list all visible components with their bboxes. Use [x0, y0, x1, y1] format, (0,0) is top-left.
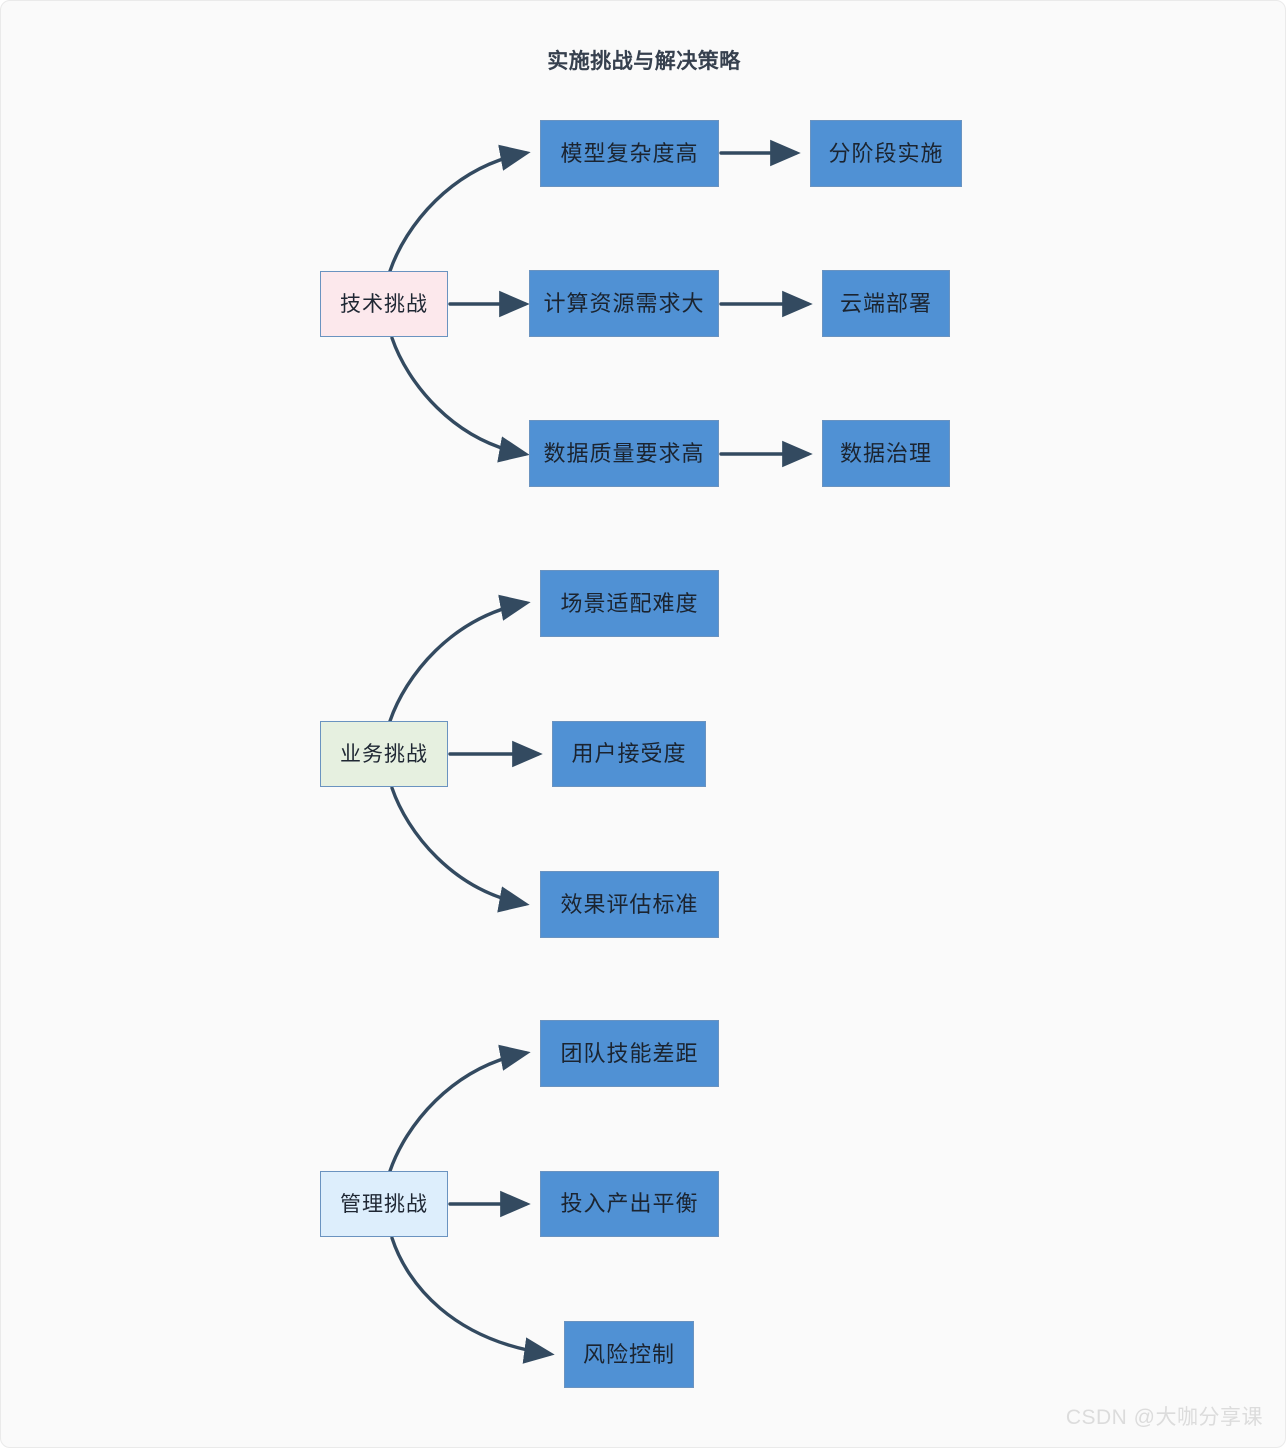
node-label: 业务挑战: [340, 742, 428, 766]
node-eval-standard[interactable]: 效果评估标准: [540, 871, 719, 938]
node-label: 效果评估标准: [560, 891, 699, 917]
node-label: 数据质量要求高: [543, 440, 705, 466]
node-label: 用户接受度: [571, 741, 687, 766]
node-phased-rollout[interactable]: 分阶段实施: [810, 120, 962, 187]
node-user-acceptance[interactable]: 用户接受度: [552, 721, 706, 787]
node-risk-control[interactable]: 风险控制: [564, 1321, 694, 1388]
node-scenario-fit[interactable]: 场景适配难度: [540, 570, 719, 637]
node-label: 场景适配难度: [560, 590, 699, 616]
node-label: 风险控制: [582, 1341, 675, 1367]
node-model-complexity[interactable]: 模型复杂度高: [540, 120, 719, 187]
edge-tech-root-to-model-complexity: [388, 144, 531, 273]
page-title: 实施挑战与解决策略: [547, 50, 741, 73]
node-management-root[interactable]: 管理挑战: [320, 1171, 448, 1237]
node-data-quality[interactable]: 数据质量要求高: [529, 420, 719, 487]
node-data-governance[interactable]: 数据治理: [822, 420, 950, 487]
node-label: 模型复杂度高: [560, 140, 699, 166]
node-roi-balance[interactable]: 投入产出平衡: [540, 1171, 719, 1237]
node-cloud-deploy[interactable]: 云端部署: [822, 270, 950, 337]
edge-mgmt-root-to-skill-gap: [388, 1044, 531, 1173]
node-label: 技术挑战: [340, 292, 428, 316]
node-label: 投入产出平衡: [560, 1191, 699, 1216]
edge-biz-root-to-scenario-fit: [388, 594, 531, 723]
node-label: 计算资源需求大: [543, 290, 705, 316]
edge-mgmt-root-to-risk-control: [390, 1236, 555, 1364]
node-label: 管理挑战: [340, 1192, 428, 1216]
node-skill-gap[interactable]: 团队技能差距: [540, 1020, 719, 1087]
node-label: 数据治理: [839, 440, 932, 466]
node-label: 分阶段实施: [828, 140, 944, 166]
node-tech-root[interactable]: 技术挑战: [320, 271, 448, 337]
edge-biz-root-to-eval-standard: [390, 786, 530, 913]
node-label: 云端部署: [839, 290, 932, 316]
node-business-root[interactable]: 业务挑战: [320, 721, 448, 787]
watermark: CSDN @大咖分享课: [1065, 1406, 1263, 1429]
node-compute-demand[interactable]: 计算资源需求大: [529, 270, 719, 337]
node-label: 团队技能差距: [560, 1040, 699, 1066]
edge-tech-root-to-data-quality: [390, 336, 530, 463]
